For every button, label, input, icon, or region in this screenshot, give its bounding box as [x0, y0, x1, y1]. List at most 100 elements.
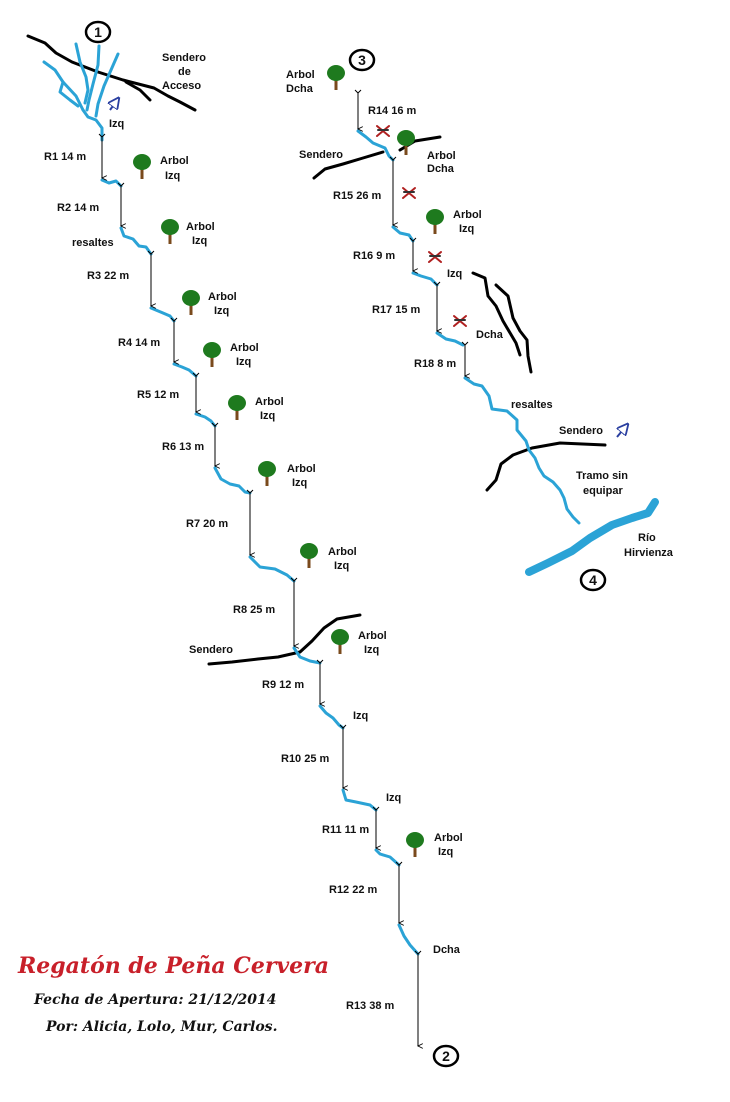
rappel-label: R8 25 m	[233, 604, 275, 616]
anchor-ticks	[98, 89, 469, 955]
stream-lines	[42, 42, 581, 956]
tree-icon	[331, 629, 349, 654]
place-labels: Sendero de Acceso Sendero Sendero Sender…	[72, 52, 674, 656]
anchor-label: Dcha	[286, 83, 314, 95]
anchor-label: Arbol	[328, 546, 357, 558]
direction-arrow-icon	[616, 425, 627, 438]
tree-icon	[133, 154, 151, 179]
sendero-top-right-path	[312, 150, 385, 180]
stream-r9-r10	[318, 704, 345, 730]
rio-label: Hirvienza	[624, 547, 674, 559]
numbered-markers: 1 2 3 4	[84, 20, 607, 1068]
side-label: Dcha	[433, 944, 461, 956]
stream-trib-4	[94, 52, 120, 118]
stream-r8-r9	[292, 646, 322, 665]
stream-r4-r5	[172, 362, 198, 378]
rappel-label: R9 12 m	[262, 679, 304, 691]
sendero-label: Sendero	[299, 149, 343, 161]
sendero-acceso-branch	[124, 80, 152, 102]
stream-r18-river	[463, 376, 581, 525]
tree-icon	[426, 209, 444, 234]
svg-text:2: 2	[442, 1048, 450, 1064]
anchor-label: Izq	[438, 846, 453, 858]
anchor-label: Izq	[192, 235, 207, 247]
sendero-acceso-path	[26, 34, 197, 112]
anchor-tick	[339, 724, 347, 729]
side-labels: Izq Izq Izq Dcha Izq Dcha	[109, 118, 504, 956]
sendero-acceso-label: Acceso	[162, 80, 201, 92]
anchor-label: Arbol	[186, 221, 215, 233]
rappel-drops	[100, 93, 471, 1049]
tree-icon	[182, 290, 200, 315]
stream-r15-r16	[391, 225, 415, 243]
marker-4: 4	[579, 568, 607, 592]
anchor-tick	[246, 489, 254, 494]
anchor-label: Izq	[214, 305, 229, 317]
tree-icon	[300, 543, 318, 568]
anchor-tick	[372, 806, 380, 811]
rappel-label: R2 14 m	[57, 202, 99, 214]
anchor-tick	[433, 281, 441, 286]
anchor-tick	[389, 156, 397, 161]
resaltes-label: resaltes	[511, 399, 553, 411]
direction-arrows	[110, 99, 627, 438]
stream-trib-3	[85, 44, 101, 112]
anchor-tick	[117, 182, 125, 187]
rio-hirvienza-river	[525, 498, 659, 576]
side-label: Dcha	[476, 329, 504, 341]
stream-trib-1	[42, 60, 85, 112]
sendero-mid-path	[207, 613, 362, 666]
anchor-tick	[414, 950, 422, 955]
title-block: Regatón de Peña Cervera Fecha de Apertur…	[17, 953, 329, 1035]
natural-anchor-icons	[376, 125, 467, 327]
tree-icon	[161, 219, 179, 244]
anchor-tick	[316, 659, 324, 664]
stream-r12-r13	[397, 923, 420, 956]
svg-text:1: 1	[94, 24, 102, 40]
anchor-label: Izq	[459, 223, 474, 235]
marker-3: 3	[348, 48, 376, 72]
anchor-label: Izq	[334, 560, 349, 572]
tree-icon	[397, 130, 415, 155]
anchor-tick	[409, 237, 417, 242]
stream-r7-r8	[248, 555, 296, 583]
rio-label: Río	[638, 532, 656, 544]
rappel-label: R7 20 m	[186, 518, 228, 530]
crossed-anchor-icon	[402, 187, 416, 199]
stream-r2-r3	[119, 226, 153, 256]
sendero-lower-right-path	[485, 441, 607, 492]
authors: Por: Alicia, Lolo, Mur, Carlos.	[45, 1019, 277, 1035]
rappel-label: R18 8 m	[414, 358, 456, 370]
anchor-label: Arbol	[208, 291, 237, 303]
side-label: Izq	[386, 792, 401, 804]
anchor-label: Arbol	[255, 396, 284, 408]
tramo-sin-equipar-label: Tramo sin	[576, 470, 628, 482]
anchor-tick	[354, 89, 362, 94]
stream-r16-r17	[411, 271, 439, 287]
anchor-label: Arbol	[230, 342, 259, 354]
crossed-anchor-icon	[428, 251, 442, 263]
stream-r6-r7	[213, 466, 252, 495]
resaltes-label: resaltes	[72, 237, 114, 249]
anchor-label: Izq	[260, 410, 275, 422]
anchor-label: Izq	[236, 356, 251, 368]
rappel-label: R13 38 m	[346, 1000, 395, 1012]
stream-r5-r6	[194, 412, 217, 428]
ridge-path-2	[494, 283, 533, 374]
path-lines	[26, 34, 607, 666]
tree-icon	[228, 395, 246, 420]
side-label: Izq	[353, 710, 368, 722]
anchor-label: Arbol	[287, 463, 316, 475]
stream-trib-5	[58, 80, 80, 108]
anchor-tick	[147, 250, 155, 255]
marker-2: 2	[432, 1044, 460, 1068]
rappel-label: R11 11 m	[322, 824, 369, 836]
stream-main-left	[81, 108, 104, 142]
sendero-label: Sendero	[189, 644, 233, 656]
tree-icons	[133, 65, 444, 857]
ridge-path-1	[471, 271, 522, 357]
stream-trib-2	[74, 42, 90, 105]
stream-r17-r18	[435, 331, 465, 347]
anchor-tick	[461, 341, 469, 346]
